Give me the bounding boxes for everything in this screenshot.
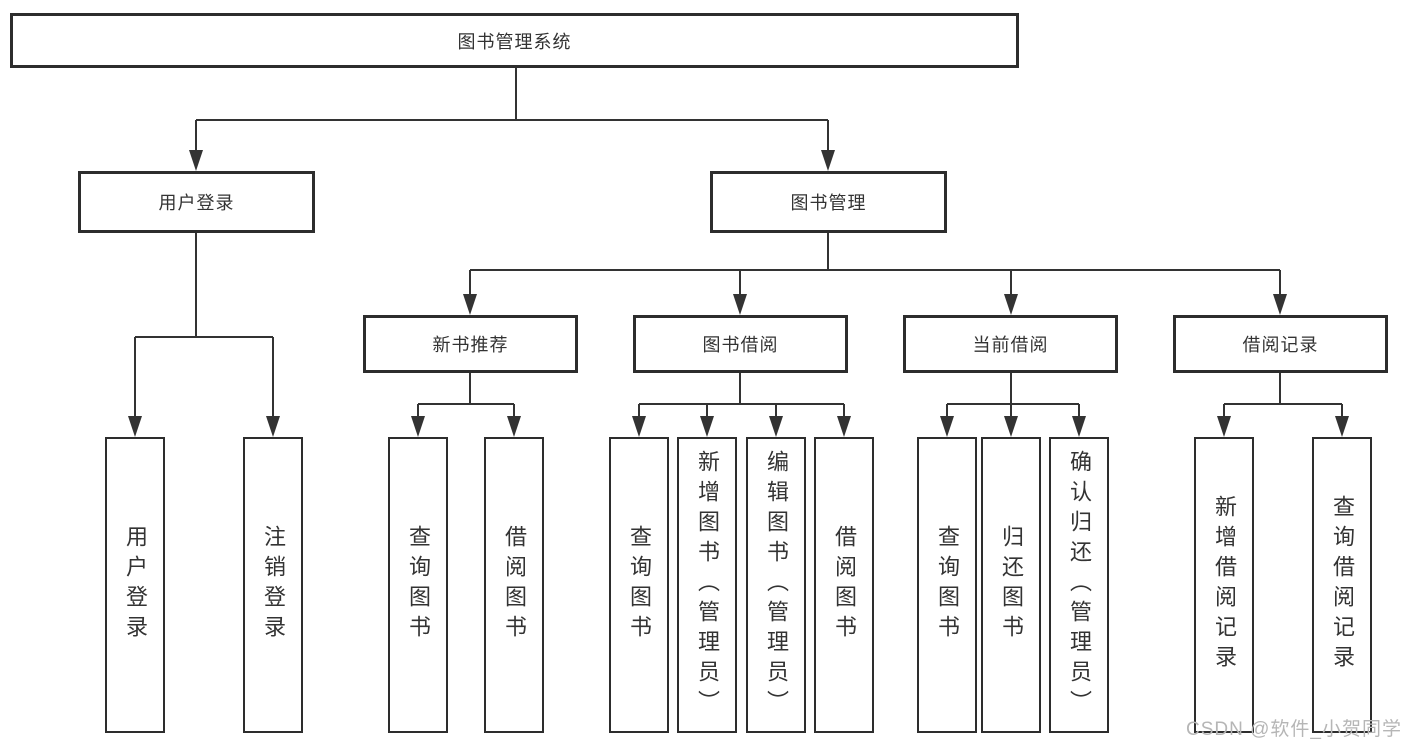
node-new-book-recommend: 新书推荐 [363,315,578,373]
leaf-add-borrow-record: 新增借阅记录 [1194,437,1254,733]
node-root: 图书管理系统 [10,13,1019,68]
leaf-edit-books-admin: 编辑图书（管理员） [746,437,806,733]
node-user-login: 用户登录 [78,171,315,233]
node-current-borrow: 当前借阅 [903,315,1118,373]
connector-borrow-to-leaves [638,373,845,418]
leaf-recommend-query-books: 查询图书 [388,437,448,733]
leaf-return-books: 归还图书 [981,437,1041,733]
connector-records-to-leaves [1223,373,1343,418]
connector-root-to-level2 [195,68,829,152]
leaf-borrow-query-books: 查询图书 [609,437,669,733]
node-borrow-records: 借阅记录 [1173,315,1388,373]
leaf-borrow-borrow-books: 借阅图书 [814,437,874,733]
node-book-management: 图书管理 [710,171,947,233]
leaf-current-query-books: 查询图书 [917,437,977,733]
node-book-borrow: 图书借阅 [633,315,848,373]
connector-recommend-to-leaves [417,373,515,418]
watermark: CSDN @软件_小贺同学 [1186,719,1402,740]
leaf-recommend-borrow-books: 借阅图书 [484,437,544,733]
arrowheads [128,150,1349,437]
connector-userlogin-to-leaves [134,233,274,418]
leaf-query-borrow-record: 查询借阅记录 [1312,437,1372,733]
connector-bookmgmt-to-level3 [469,233,1281,296]
connector-paths [134,68,1343,418]
leaf-add-books-admin: 新增图书（管理员） [677,437,737,733]
connector-current-to-leaves [946,373,1080,418]
leaf-user-login: 用户登录 [105,437,165,733]
leaf-logout: 注销登录 [243,437,303,733]
leaf-confirm-return-admin: 确认归还（管理员） [1049,437,1109,733]
